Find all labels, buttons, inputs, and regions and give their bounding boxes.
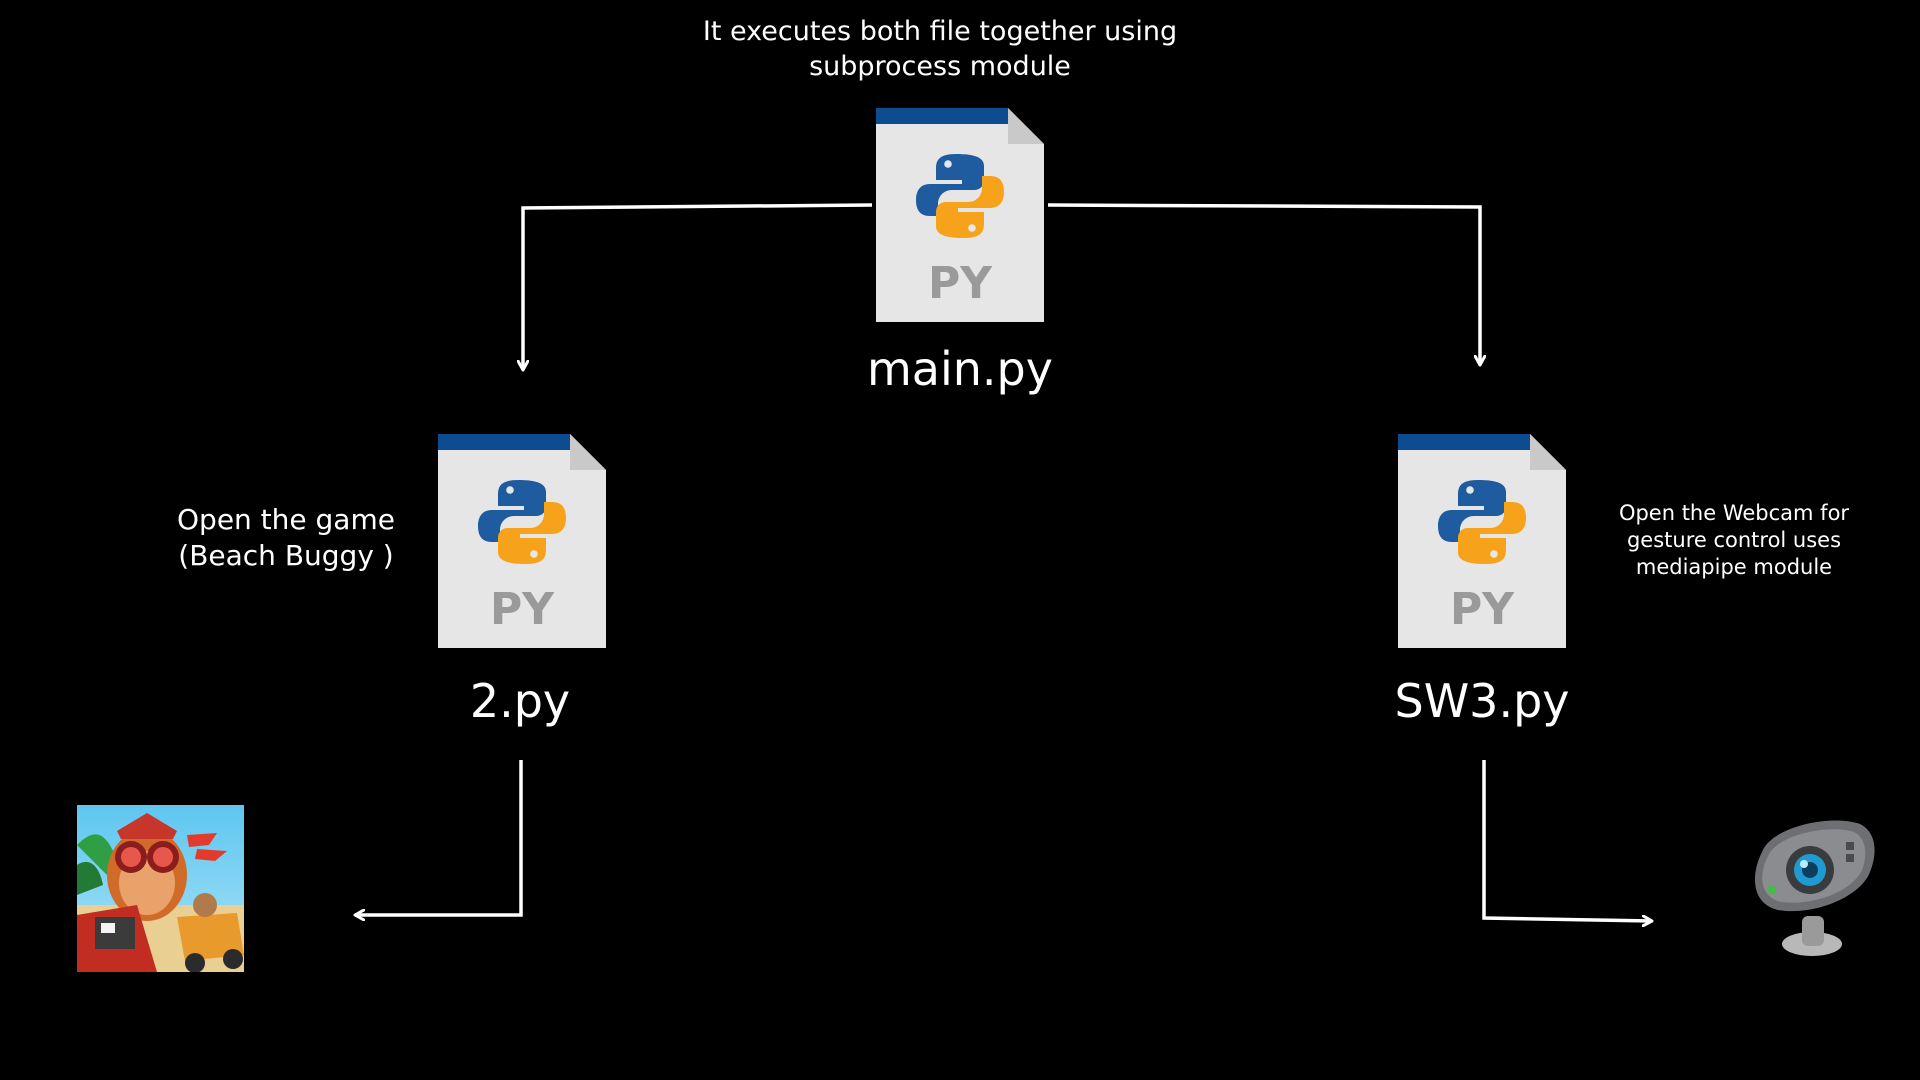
beach-buggy-game-icon: [77, 805, 244, 973]
webcam-caption: Open the Webcam for gesture control uses…: [1618, 501, 1850, 579]
arrow-sw3py-to-webcam: [1482, 760, 1652, 921]
file-label-main: main.py: [867, 342, 1053, 396]
arrow-2py-to-game: [355, 760, 523, 915]
arrow-main-to-2py: [523, 203, 873, 370]
file-label-sw3py: SW3.py: [1394, 674, 1570, 728]
python-file-icon: PY: [1398, 434, 1566, 648]
arrow-main-to-sw3py: [1047, 203, 1480, 365]
python-file-sw3-icon: PY: [1398, 434, 1566, 648]
python-file-2-icon: PY: [438, 434, 606, 648]
py-badge: PY: [928, 258, 993, 309]
python-file-icon: PY: [438, 434, 606, 648]
py-badge: PY: [1450, 584, 1515, 635]
webcam-icon: [1742, 812, 1882, 962]
game-caption: Open the game (Beach Buggy ): [177, 503, 395, 572]
py-badge: PY: [490, 584, 555, 635]
file-label-2py: 2.py: [469, 674, 571, 728]
python-file-main-icon: PY: [876, 108, 1044, 322]
main-caption: It executes both file together using sub…: [702, 16, 1178, 82]
python-file-icon: PY: [876, 108, 1044, 322]
